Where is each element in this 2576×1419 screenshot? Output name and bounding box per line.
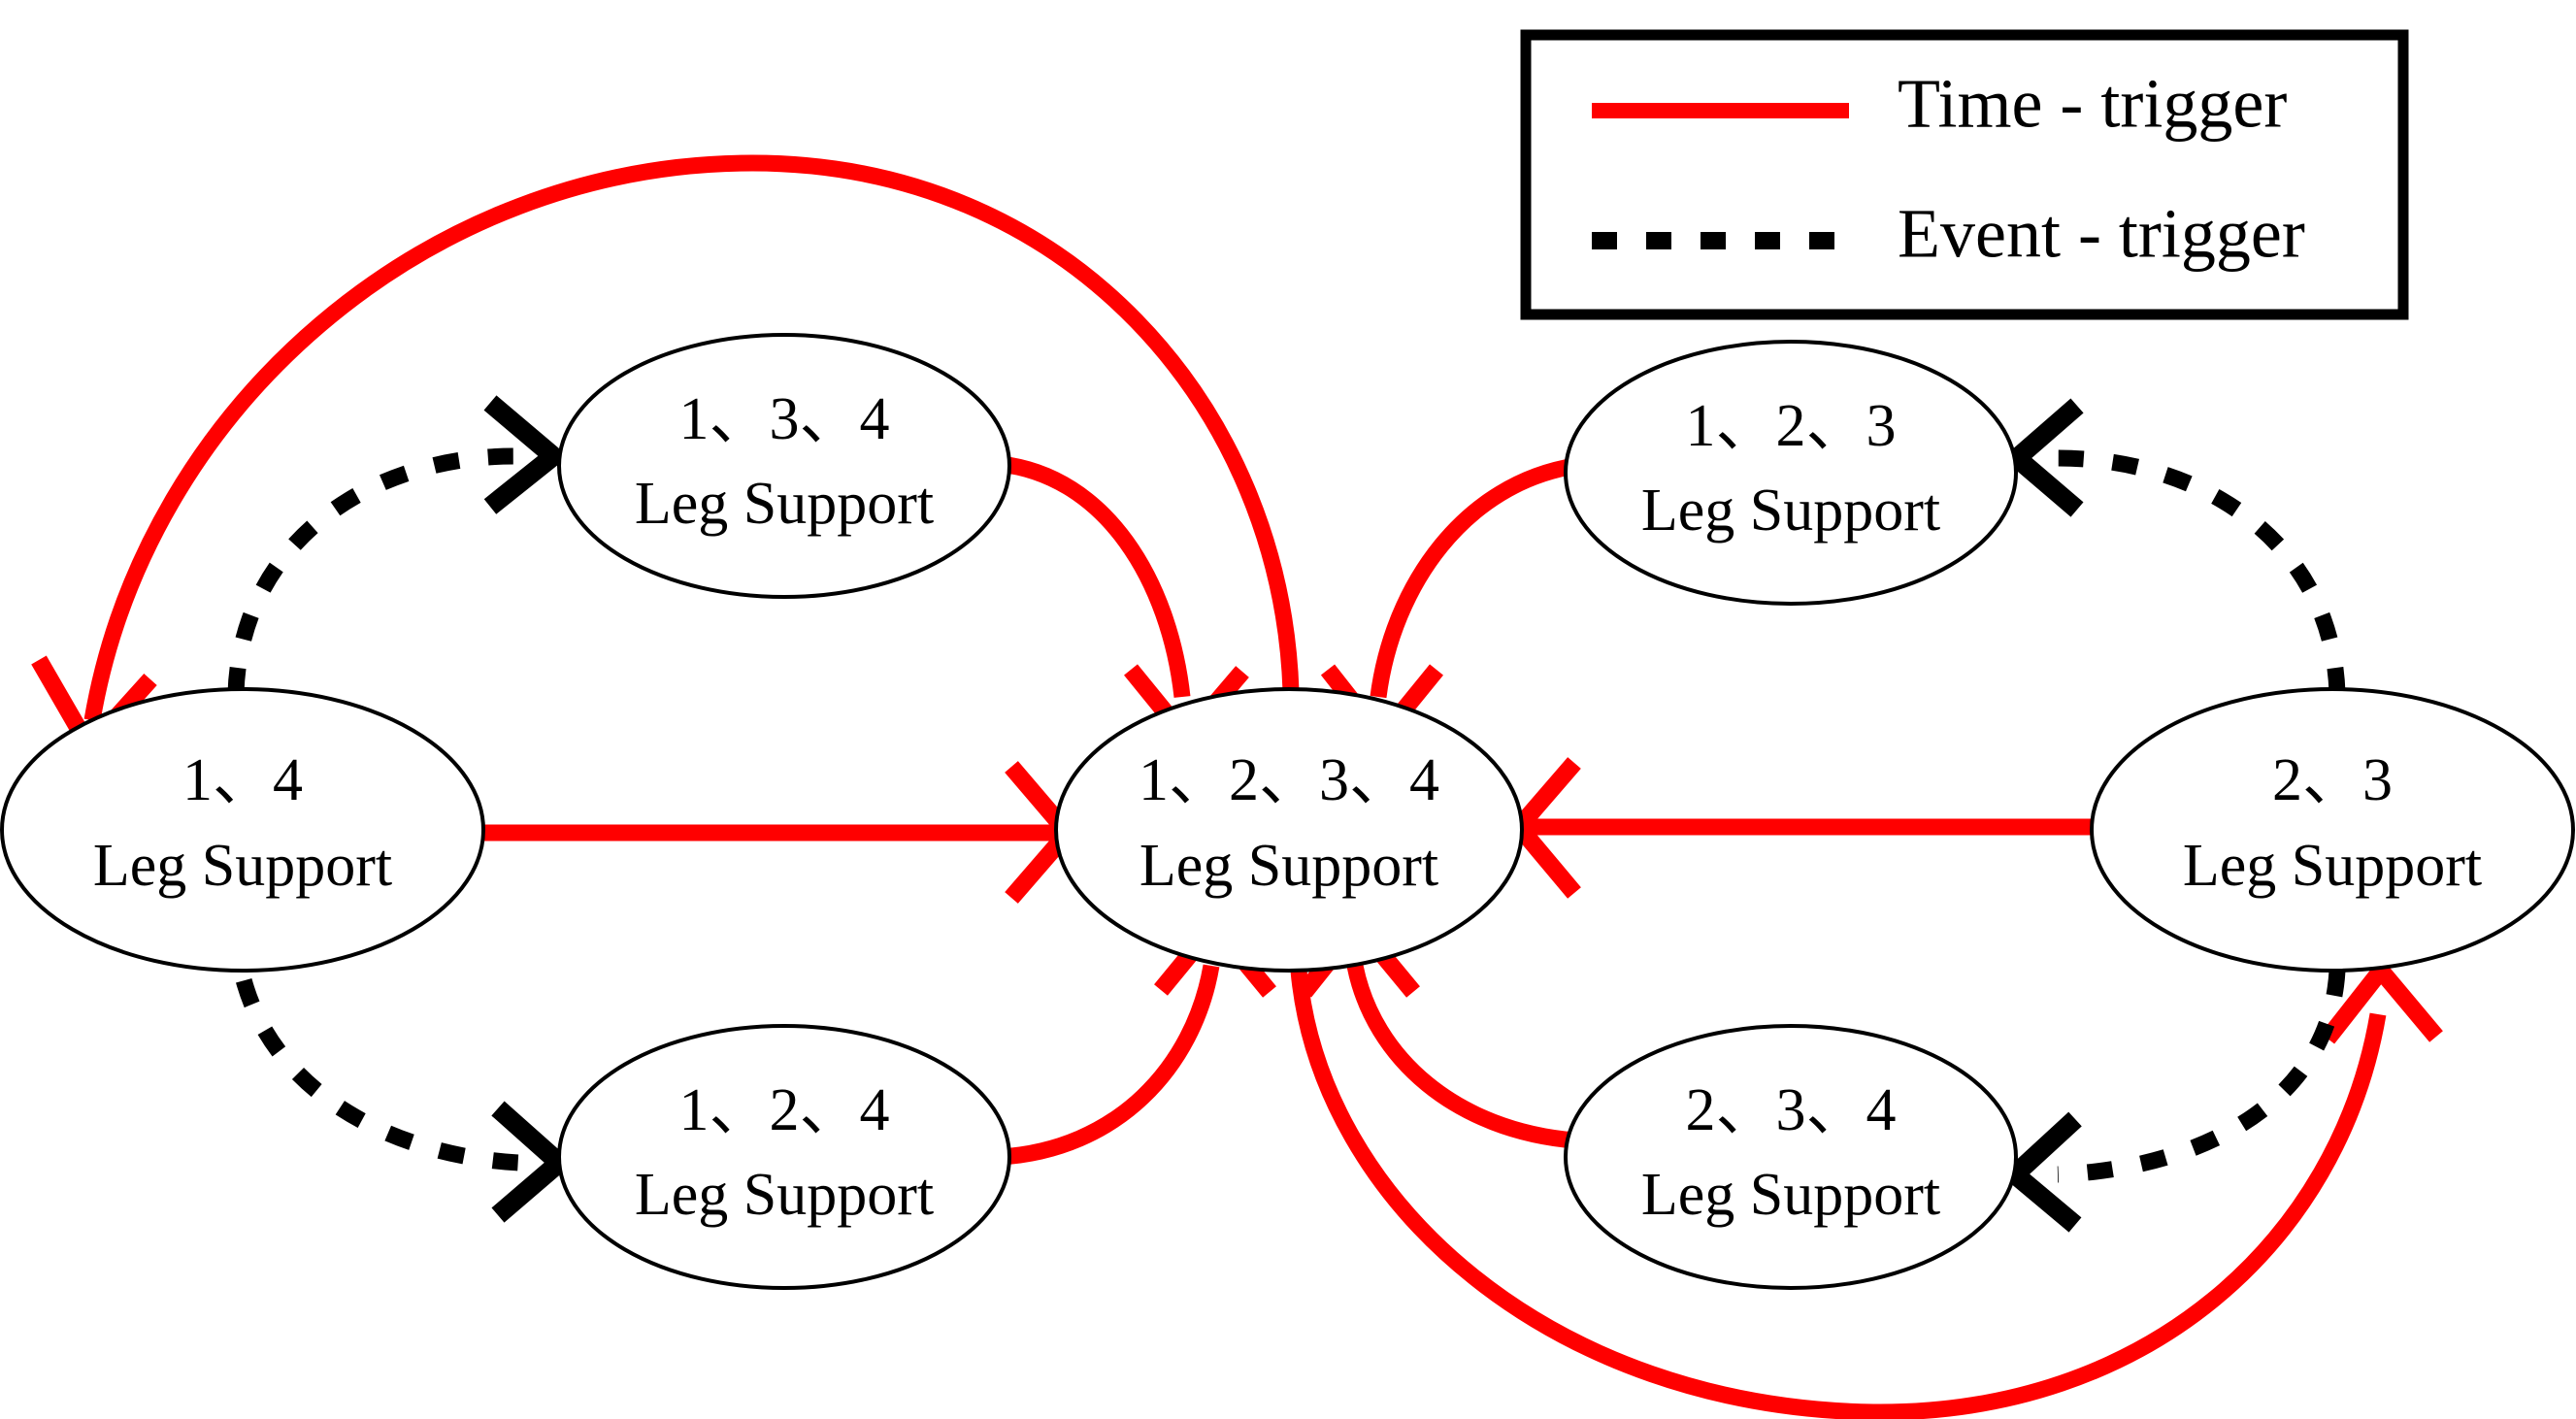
edge-center-to-right-arc: [1290, 970, 2387, 1419]
legend-label-time-trigger: Time - trigger: [1898, 65, 2287, 143]
node-1-2-3-4[interactable]: 1、2、3、4 Leg Support: [1054, 687, 1524, 973]
node-label-line1: 2、3、4: [1685, 1077, 1896, 1143]
edge-left-to-topleft: [227, 447, 515, 694]
node-1-2-3[interactable]: 1、2、3 Leg Support: [1564, 340, 2018, 606]
arrowhead-right-to-topright: [2001, 398, 2084, 517]
node-label-line2: Leg Support: [1139, 833, 1438, 899]
node-label-line1: 2、3: [2272, 747, 2393, 813]
node-group: 1、4 Leg Support 1、3、4 Leg Support 1、2、4 …: [0, 333, 2575, 1290]
node-label-line2: Leg Support: [635, 1162, 934, 1228]
edge-right-to-bottomright: [2057, 970, 2346, 1183]
node-label-line1: 1、4: [182, 747, 303, 813]
legend-label-event-trigger: Event - trigger: [1898, 195, 2305, 273]
node-2-3[interactable]: 2、3 Leg Support: [2090, 687, 2575, 973]
node-ellipse[interactable]: [2090, 687, 2575, 973]
node-label-line1: 1、3、4: [678, 386, 889, 452]
node-ellipse[interactable]: [1054, 687, 1524, 973]
arrowhead-center-to-right: [2320, 956, 2443, 1044]
node-label-line1: 1、2、3: [1685, 393, 1896, 459]
edge-right-to-topright: [2057, 449, 2346, 694]
legend: Time - trigger Event - trigger: [1520, 29, 2409, 320]
edge-left-to-bottomleft: [227, 926, 520, 1172]
edge-center-to-left-arc: [83, 154, 1300, 722]
node-label-line2: Leg Support: [93, 833, 392, 899]
legend-box: [1520, 29, 2409, 320]
node-1-3-4[interactable]: 1、3、4 Leg Support: [557, 333, 1011, 599]
node-label-line2: Leg Support: [2183, 833, 2482, 899]
edge-bottomleft-to-center: [999, 964, 1220, 1166]
node-label-line1: 1、2、4: [678, 1077, 889, 1143]
node-label-line2: Leg Support: [1641, 478, 1940, 544]
node-1-4[interactable]: 1、4 Leg Support: [0, 687, 485, 973]
node-ellipse[interactable]: [1564, 340, 2018, 606]
edge-topright-to-center: [1370, 457, 1577, 699]
edge-topleft-to-center: [998, 455, 1191, 698]
edge-bottomright-to-center: [1346, 964, 1576, 1149]
node-2-3-4[interactable]: 2、3、4 Leg Support: [1564, 1024, 2018, 1290]
arrowhead-right-to-bottomright: [1999, 1111, 2082, 1233]
edge-group-event-trigger: [227, 395, 2346, 1233]
node-1-2-4[interactable]: 1、2、4 Leg Support: [557, 1024, 1011, 1290]
node-label-line1: 1、2、3、4: [1139, 747, 1439, 813]
node-ellipse[interactable]: [557, 333, 1011, 599]
node-ellipse[interactable]: [1564, 1024, 2018, 1290]
node-ellipse[interactable]: [557, 1024, 1011, 1290]
node-label-line2: Leg Support: [1641, 1162, 1940, 1228]
node-ellipse[interactable]: [0, 687, 485, 973]
arrowhead-left-to-topleft: [483, 395, 569, 514]
node-label-line2: Leg Support: [635, 471, 934, 537]
